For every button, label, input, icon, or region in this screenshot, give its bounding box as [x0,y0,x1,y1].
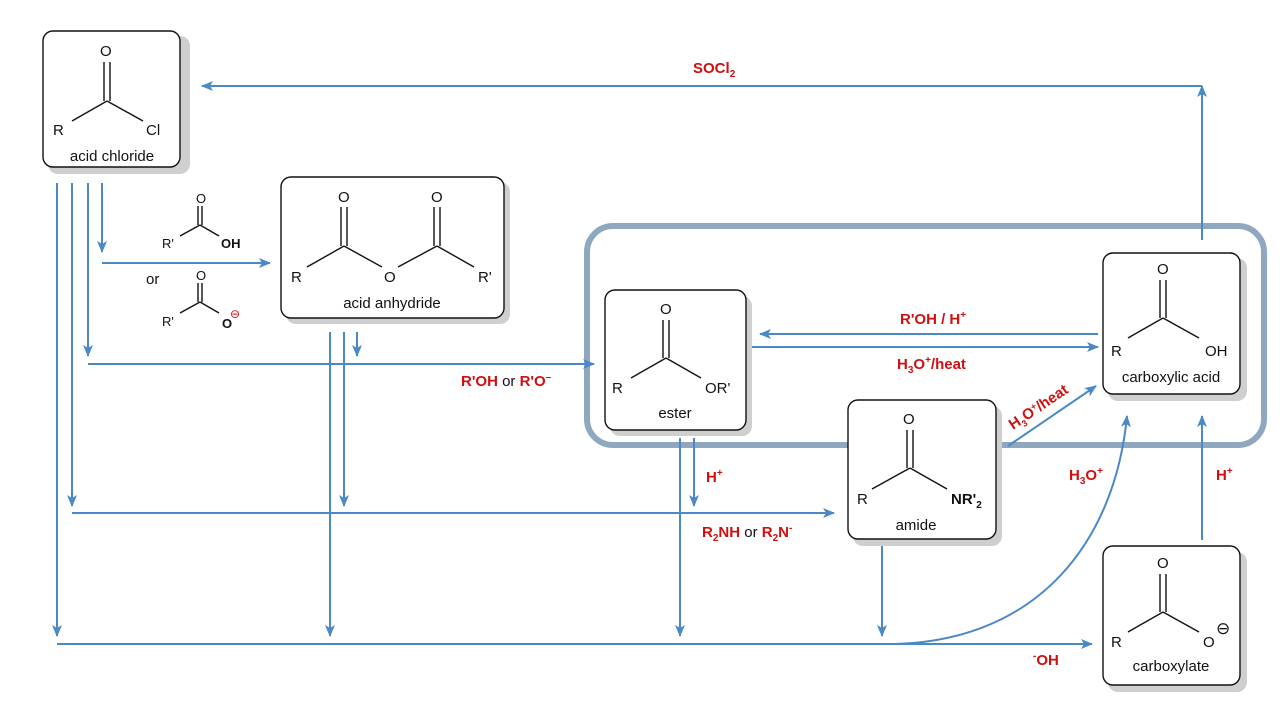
svg-text:R: R [1111,343,1122,360]
svg-text:R: R [612,380,623,397]
condition-roh-ro: R'OH or R'O– [461,372,552,390]
svg-text:R: R [53,122,64,139]
label-acid-anhydride: acid anhydride [343,295,441,312]
compound-acid-anhydride: O O O R R' acid anhydride [280,176,510,324]
reagent-anion-o-minus: O [222,316,232,331]
svg-text:O: O [1203,634,1215,651]
svg-text:O: O [1157,555,1169,572]
compound-amide: O R NR'2 amide [847,399,1002,546]
condition-r2nh: R2NH or R2N- [702,523,792,544]
svg-text:O: O [660,301,672,318]
svg-text:O: O [100,43,112,60]
svg-text:R': R' [478,269,492,286]
svg-text:O: O [431,189,443,206]
label-amide: amide [896,517,937,534]
carboxylate-charge: ⊖ [1216,619,1230,638]
reagent-acid-oh: OH [221,236,241,251]
svg-text:OR': OR' [705,380,731,397]
reaction-arrows [52,81,1207,649]
reagent-anion-o: O [196,268,206,283]
condition-h-plus-carboxylate: H+ [1216,466,1233,484]
svg-text:OH: OH [1205,343,1228,360]
arrow-amide-to-acid [1007,385,1097,447]
svg-text:O: O [384,269,396,286]
reagent-acid-r: R' [162,236,174,251]
condition-h3o-heat: H3O+/heat [897,355,966,376]
label-ester: ester [658,405,691,422]
condition-hydroxide: -OH [1033,651,1059,669]
reagent-acid-o: O [196,191,206,206]
svg-text:Cl: Cl [146,122,160,139]
condition-h-plus-ester: H+ [706,468,723,486]
compound-acid-chloride: O R Cl acid chloride [42,30,190,174]
reaction-conditions: SOCl2 R'OH or R'O– R'OH / H+ H3O+/heat H… [461,60,1233,669]
svg-text:NR'2: NR'2 [951,491,982,511]
compound-carboxylic-acid: O R OH carboxylic acid [1102,252,1247,401]
reagent-anion-charge: ⊖ [230,307,240,321]
label-carboxylate: carboxylate [1133,658,1210,675]
reagent-anion-r: R' [162,314,174,329]
svg-text:O: O [1157,261,1169,278]
arrow-curve-h3o [894,415,1131,645]
reagent-carboxylic-acid-structure: R' O OH [162,191,241,251]
label-carboxylic-acid: carboxylic acid [1122,369,1220,386]
reagent-carboxylate-structure: R' O O ⊖ [162,268,240,331]
compound-carboxylate: O R O ⊖ carboxylate [1102,545,1247,692]
svg-text:O: O [903,411,915,428]
svg-text:R: R [291,269,302,286]
condition-h3o-curve: H3O+ [1069,466,1103,487]
reagent-or-text: or [146,271,159,288]
svg-text:O: O [338,189,350,206]
compound-ester: O R OR' ester [604,289,752,436]
svg-text:R: R [1111,634,1122,651]
condition-roh-h: R'OH / H+ [900,310,966,328]
label-acid-chloride: acid chloride [70,148,154,165]
svg-text:R: R [857,491,868,508]
condition-socl2: SOCl2 [693,60,736,80]
